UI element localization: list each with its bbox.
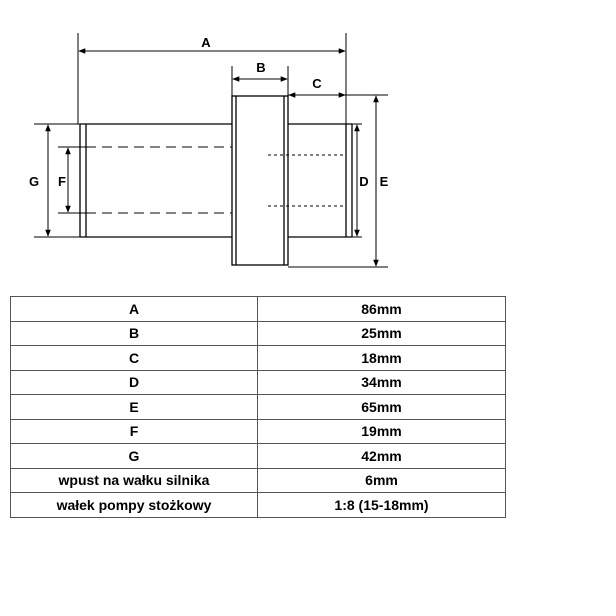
dimension-lines: [45, 48, 379, 267]
table-row: wałek pompy stożkowy 1:8 (15-18mm): [10, 492, 506, 518]
part-outline: [79, 95, 353, 266]
dimension-labels: A B C G F D E: [29, 35, 389, 189]
table-cell-label: D: [10, 369, 258, 395]
table-cell-label: A: [10, 296, 258, 322]
table-cell-label: C: [10, 345, 258, 371]
dim-label-c: C: [312, 76, 322, 91]
table-row: A 86mm: [10, 296, 506, 322]
table-cell-value: 1:8 (15-18mm): [257, 492, 506, 518]
table-cell-value: 42mm: [257, 443, 506, 469]
dim-label-e: E: [380, 174, 389, 189]
extension-lines: [34, 33, 388, 268]
table-cell-value: 19mm: [257, 418, 506, 444]
table-cell-label: F: [10, 418, 258, 444]
dim-label-d: D: [359, 174, 368, 189]
table-cell-value: 86mm: [257, 296, 506, 322]
table-cell-label: wpust na wałku silnika: [10, 467, 258, 493]
dimensions-table: A 86mm B 25mm C 18mm D 34mm E 65mm F 19m…: [10, 296, 506, 518]
dim-label-b: B: [256, 60, 265, 75]
table-cell-label: G: [10, 443, 258, 469]
table-row: C 18mm: [10, 345, 506, 371]
hidden-lines: [86, 146, 346, 214]
left-hub-outline: [79, 123, 232, 238]
coupling-technical-drawing: A B C G F D E: [29, 33, 389, 268]
table-cell-label: B: [10, 320, 258, 346]
table-cell-label: E: [10, 394, 258, 420]
table-row: B 25mm: [10, 320, 506, 346]
dim-label-f: F: [58, 174, 66, 189]
central-flange: [231, 95, 289, 266]
table-cell-value: 65mm: [257, 394, 506, 420]
table-cell-value: 34mm: [257, 369, 506, 395]
dim-label-g: G: [29, 174, 39, 189]
table-row: F 19mm: [10, 418, 506, 444]
table-cell-value: 25mm: [257, 320, 506, 346]
table-cell-value: 6mm: [257, 467, 506, 493]
table-row: wpust na wałku silnika 6mm: [10, 467, 506, 493]
right-hub-outline: [288, 123, 353, 238]
table-row: D 34mm: [10, 369, 506, 395]
dim-label-a: A: [201, 35, 211, 50]
table-cell-label: wałek pompy stożkowy: [10, 492, 258, 518]
table-cell-value: 18mm: [257, 345, 506, 371]
table-row: E 65mm: [10, 394, 506, 420]
table-row: G 42mm: [10, 443, 506, 469]
